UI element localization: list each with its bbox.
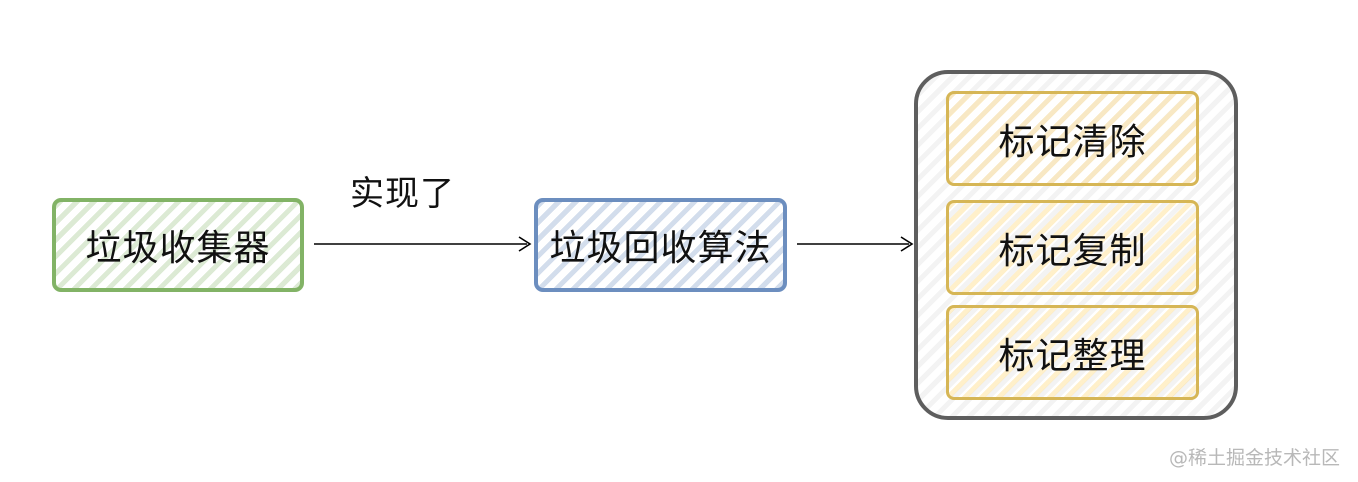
garbage-collector-node: 垃圾收集器 [52, 198, 304, 292]
arrow-collector-to-algorithm [314, 236, 532, 252]
mark-compact-label: 标记整理 [998, 335, 1147, 377]
gc-algorithm-node: 垃圾回收算法 [534, 198, 787, 292]
mark-compact-node: 标记整理 [946, 305, 1199, 400]
mark-sweep-label: 标记清除 [998, 121, 1147, 163]
algorithm-group [914, 70, 1238, 420]
garbage-collector-label: 垃圾收集器 [85, 228, 271, 269]
mark-sweep-node: 标记清除 [946, 91, 1199, 186]
watermark-text: @稀土掘金技术社区 [1168, 447, 1340, 469]
arrow-algorithm-to-group [797, 236, 914, 252]
mark-copy-node: 标记复制 [946, 200, 1199, 295]
mark-copy-label: 标记复制 [998, 230, 1147, 272]
implements-edge-label: 实现了 [350, 174, 455, 214]
gc-algorithm-label: 垃圾回收算法 [549, 228, 772, 269]
